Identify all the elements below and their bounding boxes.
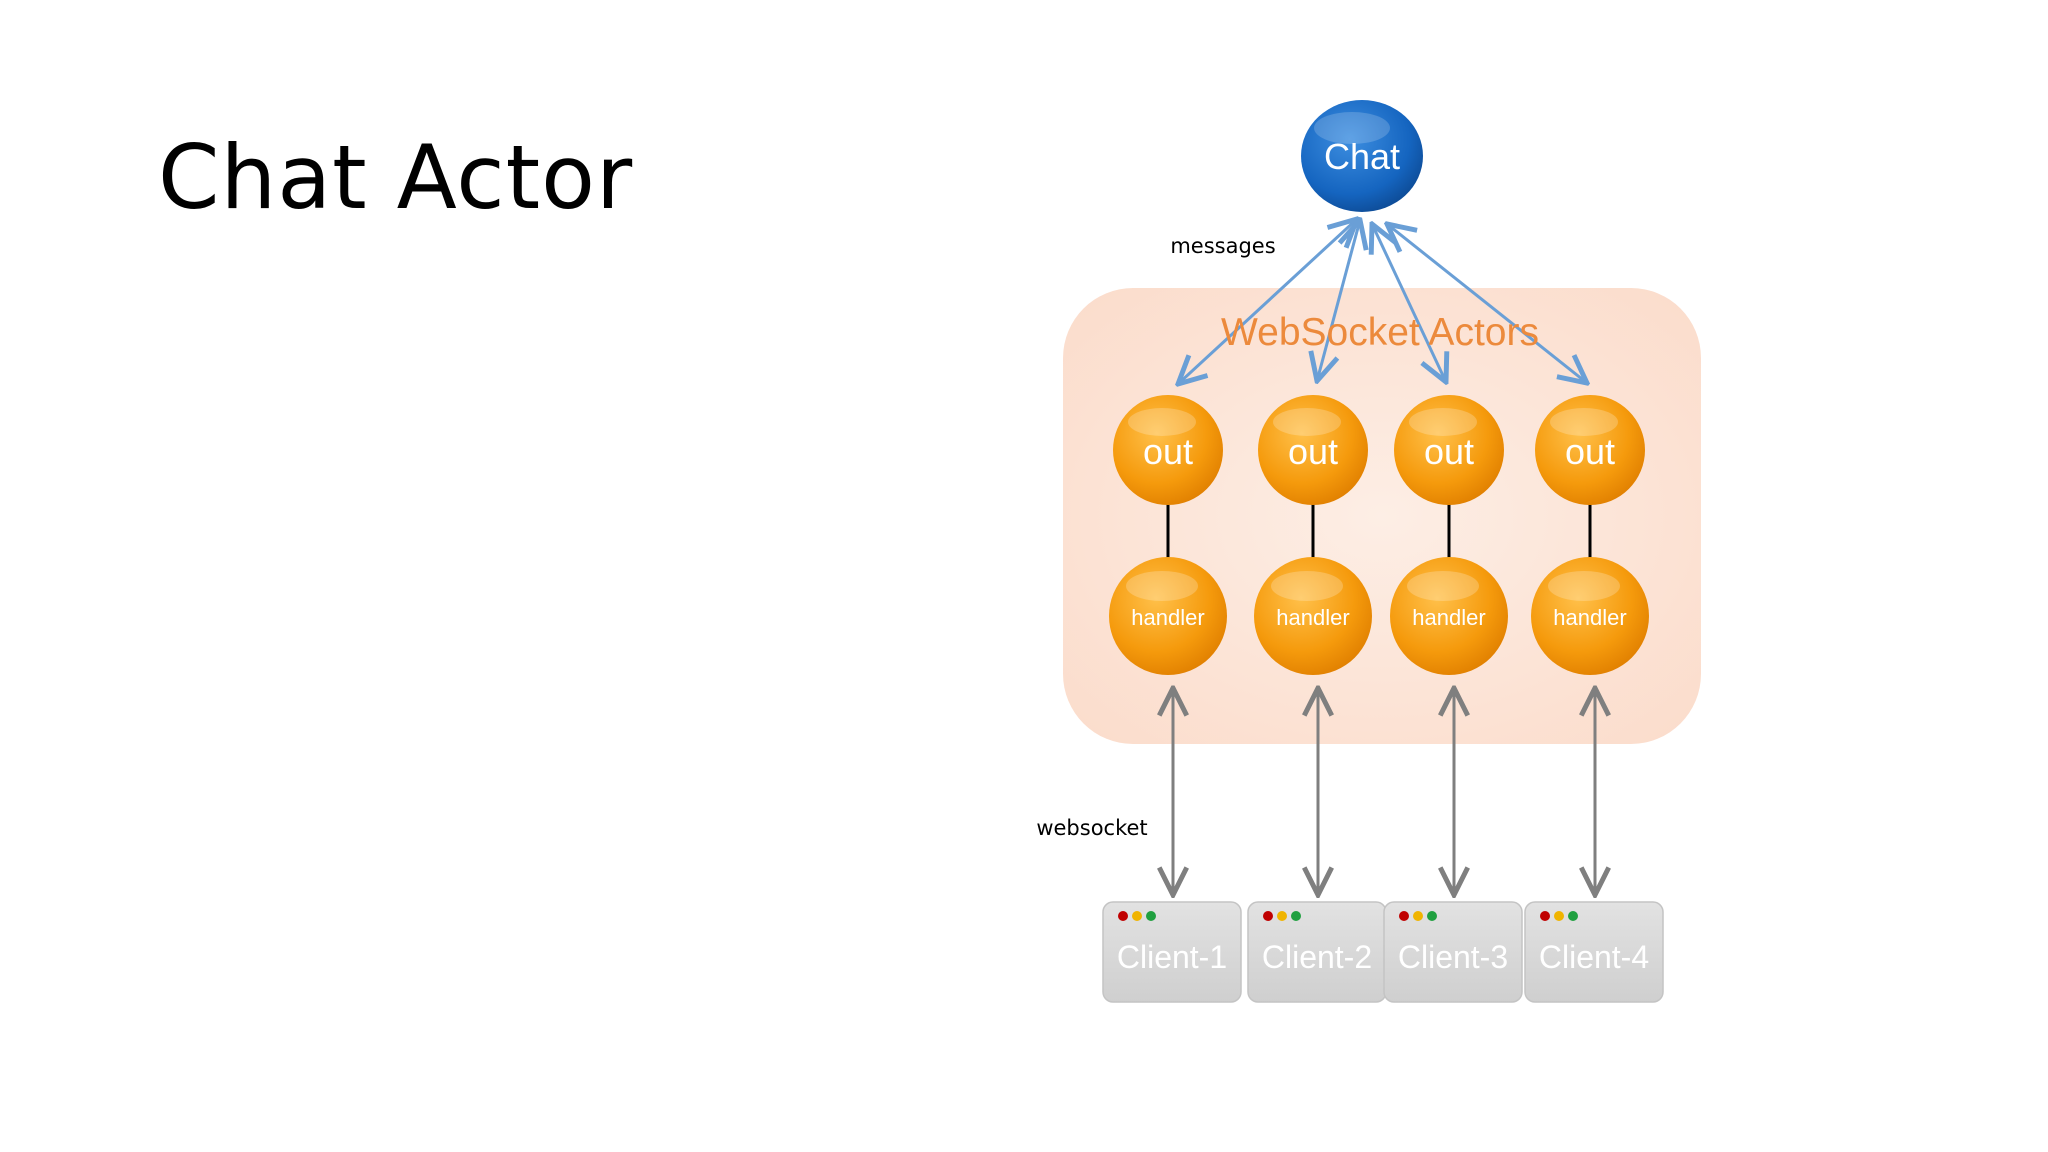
websocket-actors-label: WebSocket Actors bbox=[1221, 311, 1539, 354]
window-control-dot bbox=[1146, 911, 1156, 921]
handler-node-label: handler bbox=[1276, 605, 1349, 630]
chat-node-label: Chat bbox=[1324, 136, 1400, 177]
message-arrow bbox=[1317, 220, 1360, 381]
handler-node: handler bbox=[1109, 557, 1227, 675]
client-label: Client-4 bbox=[1539, 939, 1649, 975]
handler-node: handler bbox=[1531, 557, 1649, 675]
client-label: Client-1 bbox=[1117, 939, 1227, 975]
chat-node: Chat bbox=[1301, 100, 1423, 212]
window-control-dot bbox=[1263, 911, 1273, 921]
window-control-dot bbox=[1554, 911, 1564, 921]
message-arrow bbox=[1387, 224, 1587, 383]
out-node-label: out bbox=[1565, 431, 1615, 472]
client-window: Client-1 bbox=[1102, 901, 1242, 1003]
handler-node-label: handler bbox=[1131, 605, 1204, 630]
window-control-dot bbox=[1277, 911, 1287, 921]
window-control-dot bbox=[1427, 911, 1437, 921]
window-control-dot bbox=[1399, 911, 1409, 921]
out-node-label: out bbox=[1143, 431, 1193, 472]
message-arrows bbox=[1178, 219, 1587, 384]
handler-node-label: handler bbox=[1553, 605, 1626, 630]
out-node: out bbox=[1535, 395, 1645, 505]
slide-title: Chat Actor bbox=[158, 126, 634, 229]
messages-label: messages bbox=[1170, 234, 1275, 258]
out-node-label: out bbox=[1288, 431, 1338, 472]
client-label: Client-2 bbox=[1262, 939, 1372, 975]
window-control-dot bbox=[1132, 911, 1142, 921]
out-node: out bbox=[1258, 395, 1368, 505]
client-window: Client-4 bbox=[1524, 901, 1664, 1003]
window-control-dot bbox=[1291, 911, 1301, 921]
out-node-label: out bbox=[1424, 431, 1474, 472]
websocket-actors-group bbox=[1063, 288, 1701, 744]
handler-node: handler bbox=[1390, 557, 1508, 675]
websocket-label: websocket bbox=[1036, 816, 1147, 840]
client-window: Client-3 bbox=[1383, 901, 1523, 1003]
window-control-dot bbox=[1540, 911, 1550, 921]
window-control-dot bbox=[1118, 911, 1128, 921]
out-node: out bbox=[1394, 395, 1504, 505]
out-node: out bbox=[1113, 395, 1223, 505]
window-control-dot bbox=[1413, 911, 1423, 921]
window-control-dot bbox=[1568, 911, 1578, 921]
handler-node: handler bbox=[1254, 557, 1372, 675]
handler-node-label: handler bbox=[1412, 605, 1485, 630]
client-window: Client-2 bbox=[1247, 901, 1387, 1003]
client-label: Client-3 bbox=[1398, 939, 1508, 975]
